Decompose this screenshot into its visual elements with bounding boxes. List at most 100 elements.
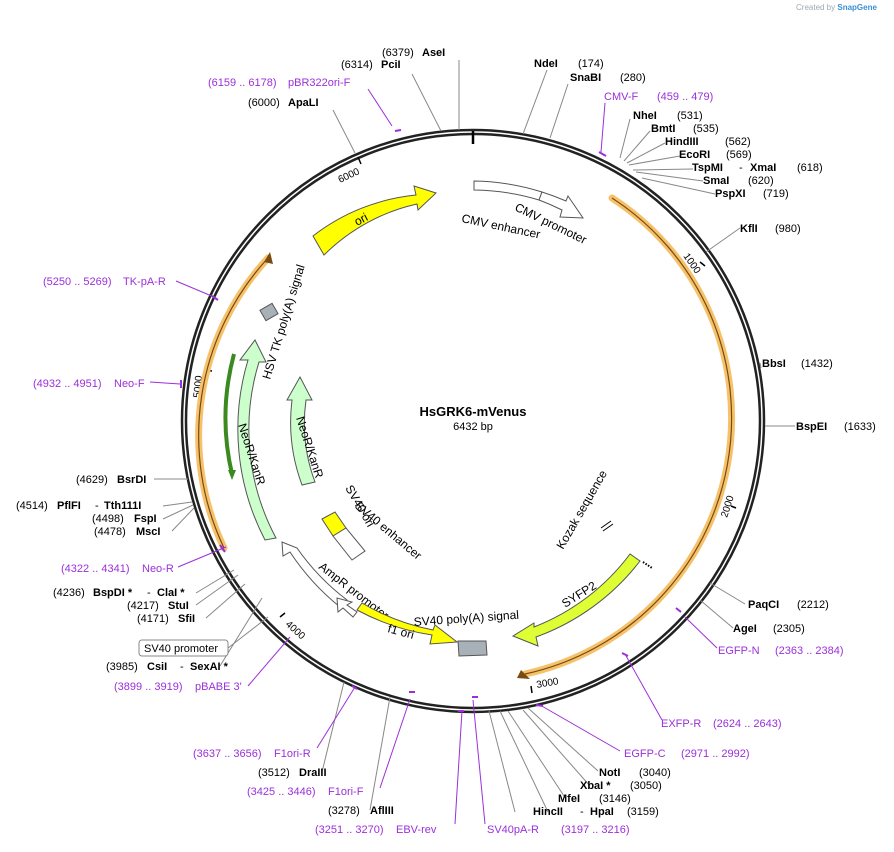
site-tspmi-sep: - <box>739 162 743 174</box>
sv40-enhancer-feature <box>332 527 366 561</box>
primer-exfpr-name: EXFP-R <box>661 718 701 730</box>
site-xbai-name: XbaI * <box>580 780 611 792</box>
site-sfii-name: SfiI <box>178 613 195 625</box>
hsv-tk-label: HSV TK poly(A) signal <box>259 263 307 381</box>
hsv-tk-box <box>259 302 279 322</box>
site-bsrdi-name: BsrDI <box>117 474 146 486</box>
credit-text: Created by SnapGene <box>796 3 877 12</box>
neo-orf-arc-line <box>198 257 269 549</box>
kozak-label: Kozak sequence <box>553 467 610 551</box>
primer-f1orir-range: (3637 .. 3656) <box>193 748 262 760</box>
ori-label: ori <box>352 210 370 229</box>
site-tspmi-name: TspMI <box>692 162 723 174</box>
primer-f1orif-range: (3425 .. 3446) <box>247 786 316 798</box>
primer-sv40par-range: (3197 .. 3216) <box>561 824 630 836</box>
tick-3000: 3000 <box>536 676 560 691</box>
site-csii-sep: - <box>180 661 184 673</box>
site-asei-name: AseI <box>422 47 445 59</box>
primer-egfpn-name: EGFP-N <box>718 645 760 657</box>
grk6-orf-arrowhead <box>517 670 530 679</box>
neor-inner-feature <box>286 375 316 486</box>
site-hincii-name: HincII <box>533 806 563 818</box>
primer-f1orir-name: F1ori-R <box>274 748 311 760</box>
site-pcii-pos: (6314) <box>341 59 373 71</box>
site-noti-pos: (3040) <box>639 767 671 779</box>
neor-outer-feature <box>237 339 277 541</box>
sv40-promoter-label: SV40 promoter <box>144 643 218 655</box>
site-smai-pos: (620) <box>748 175 774 187</box>
site-afliii-name: AflIII <box>370 805 394 817</box>
site-pcii-name: PciI <box>381 59 401 71</box>
primer-pbr322-range: (6159 .. 6178) <box>208 77 277 89</box>
site-smai-name: SmaI <box>703 175 729 187</box>
site-stui-name: StuI <box>168 600 189 612</box>
site-pspxi-pos: (719) <box>763 188 789 200</box>
site-mfei-name: MfeI <box>558 793 580 805</box>
neo-inner-line <box>223 353 236 475</box>
primer-labels: (6159 .. 6178) pBR322ori-F CMV-F (459 ..… <box>33 77 844 836</box>
primer-egfpc-range: (2971 .. 2992) <box>681 748 750 760</box>
snapgene-logo: SnapGene <box>837 3 877 12</box>
primer-ebvrev-name: EBV-rev <box>396 824 437 836</box>
site-afliii-pos: (3278) <box>328 805 360 817</box>
site-kfli-pos: (980) <box>775 223 801 235</box>
site-sfii-pos: (4171) <box>137 613 169 625</box>
tick-6000: 6000 <box>337 166 362 186</box>
site-bmti-pos: (535) <box>693 123 719 135</box>
site-nhei-pos: (531) <box>677 110 703 122</box>
sv40-polya-label: SV40 poly(A) signal <box>413 608 519 629</box>
primer-tkpa-name: TK-pA-R <box>123 276 166 288</box>
site-labels: (6379) AseI (6314) PciI (6000) ApaLI Nde… <box>16 47 876 818</box>
site-bspdi-pos: (4236) <box>53 587 85 599</box>
site-bmti-name: BmtI <box>651 123 675 135</box>
site-hincii-sep: - <box>580 806 584 818</box>
site-clai-name: ClaI * <box>157 587 185 599</box>
site-bspei-pos: (1633) <box>844 421 876 433</box>
cmv-promoter-feature <box>538 191 584 219</box>
backbone-outer <box>180 128 766 714</box>
neo-inner-arrowhead <box>228 470 236 480</box>
primer-ebvrev-range: (3251 .. 3270) <box>315 824 384 836</box>
cmv-enhancer-feature <box>473 180 543 201</box>
primer-pbr322-name: pBR322ori-F <box>288 77 351 89</box>
site-bspdi-name: BspDI * <box>93 587 133 599</box>
site-sexai-name: SexAI * <box>190 661 229 673</box>
site-mfei-pos: (3146) <box>599 793 631 805</box>
site-pflfi-name: PflFI <box>57 500 81 512</box>
site-hincii-pos: (3159) <box>627 806 659 818</box>
site-apali-name: ApaLI <box>288 97 319 109</box>
site-bspdi-sep: - <box>147 587 151 599</box>
site-ndei-name: NdeI <box>534 58 558 70</box>
primer-pbabe-range: (3899 .. 3919) <box>114 681 183 693</box>
ampr-promoter-small-arrow <box>336 597 358 618</box>
site-csii-pos: (3985) <box>106 661 138 673</box>
site-msci-name: MscI <box>136 526 160 538</box>
site-pspxi-name: PspXI <box>715 188 746 200</box>
site-ndei-pos: (174) <box>578 58 604 70</box>
site-draiii-name: DraIII <box>299 767 327 779</box>
site-paqci-pos: (2212) <box>797 599 829 611</box>
primer-leaders <box>149 88 718 825</box>
primer-neor-range: (4322 .. 4341) <box>61 563 130 575</box>
site-hindiii-pos: (562) <box>725 136 751 148</box>
ori-feature <box>312 185 437 256</box>
sv40-polya-box <box>457 640 488 657</box>
primer-f1orif-name: F1ori-F <box>328 786 364 798</box>
primer-neof-range: (4932 .. 4951) <box>33 378 102 390</box>
plasmid-name: HsGRK6-mVenus <box>420 404 527 419</box>
syfp2-feature <box>511 553 641 647</box>
site-bbsi-pos: (1432) <box>801 358 833 370</box>
site-tth111i-name: Tth111I <box>104 500 141 512</box>
site-xmai-name: XmaI <box>750 162 776 174</box>
primer-cmvf-range: (459 .. 479) <box>657 91 713 103</box>
site-ecori-name: EcoRI <box>679 149 710 161</box>
site-tspmi-pos: (618) <box>797 162 823 174</box>
site-bbsi-name: BbsI <box>762 358 786 370</box>
grk6-orf-arc-line <box>524 197 733 675</box>
neo-orf-arrowhead <box>264 252 273 264</box>
syfp2-dotted-end <box>642 561 653 569</box>
site-bspei-name: BspEI <box>796 421 827 433</box>
site-nhei-name: NheI <box>633 110 657 122</box>
site-hpai-name: HpaI <box>590 806 614 818</box>
site-ecori-pos: (569) <box>726 149 752 161</box>
